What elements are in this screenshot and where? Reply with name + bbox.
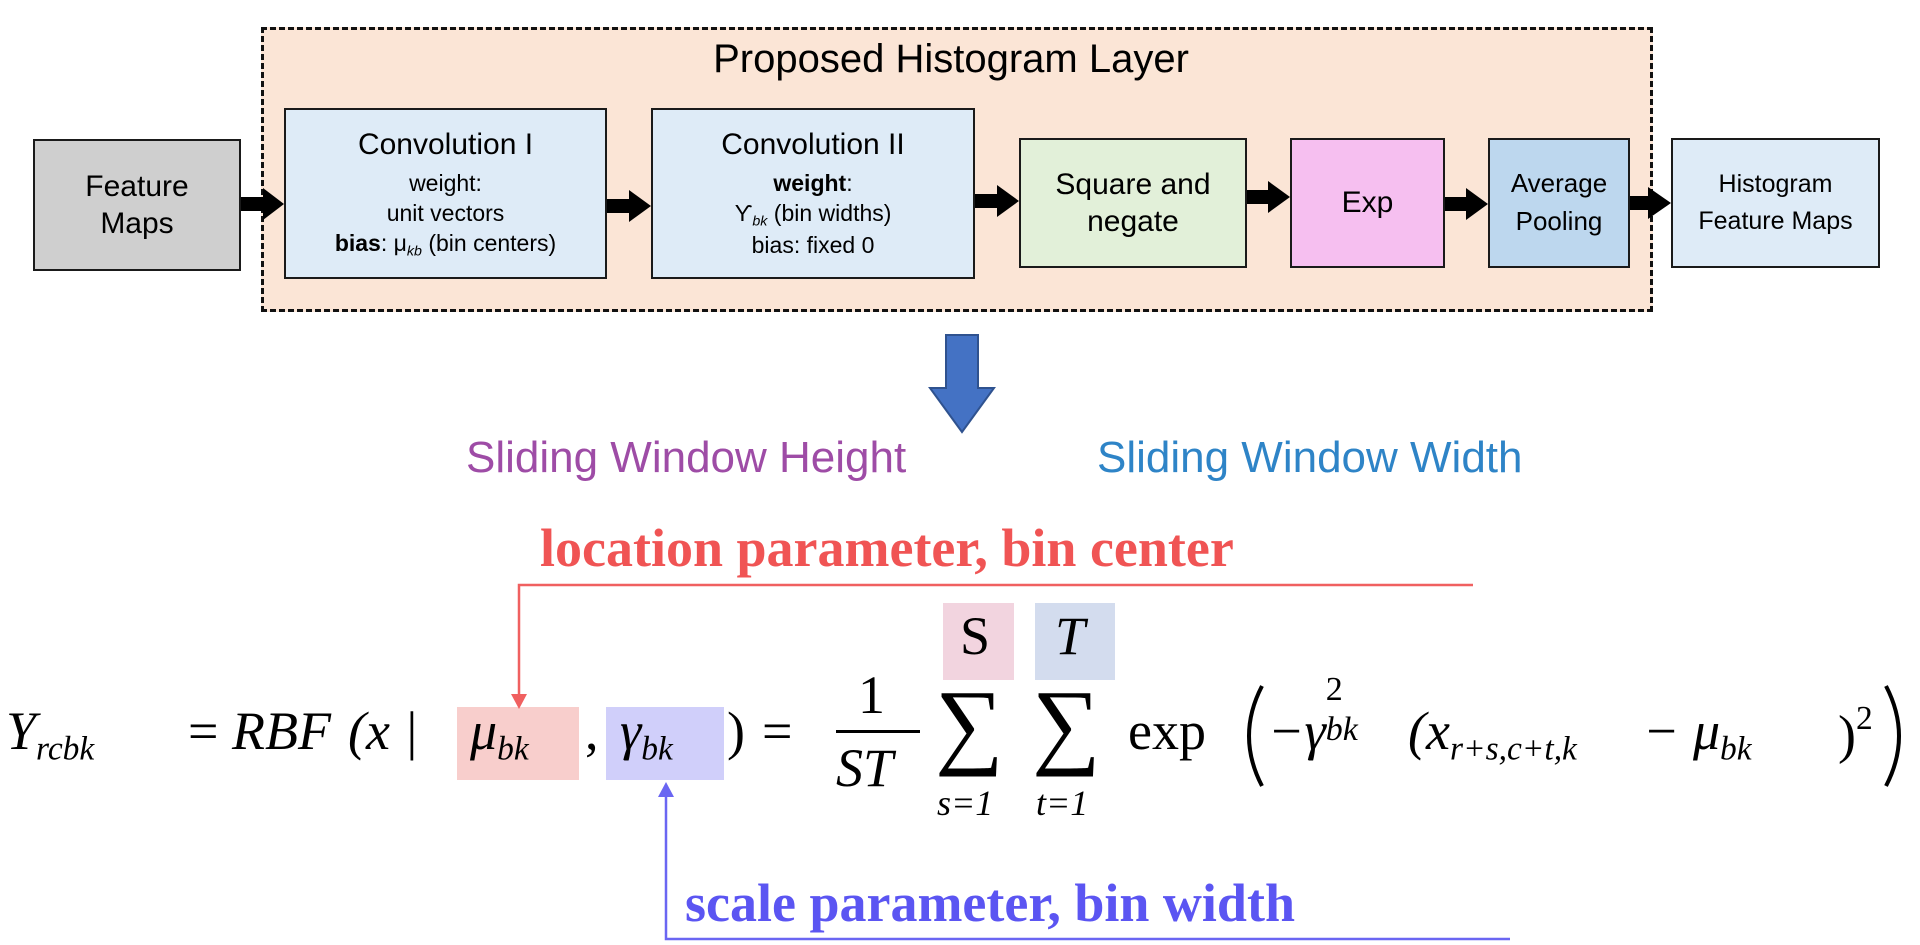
eq-frac-den: ST	[836, 738, 894, 798]
eq-x: (x	[1408, 701, 1450, 761]
hist-line2: Feature Maps	[1698, 207, 1853, 235]
square-line2: negate	[1087, 205, 1179, 238]
eq-gamma-sub: bk	[641, 730, 673, 768]
eq-Y-sub: rcbk	[36, 730, 95, 768]
eq-equals-2: =	[762, 701, 793, 761]
eq-minus-mu-symbol: − μ	[1643, 701, 1721, 761]
conv1-weight-value: unit vectors	[386, 200, 505, 227]
scale-parameter-label: scale parameter, bin width	[685, 873, 1295, 933]
eq-sum2-sigma: ∑	[1032, 670, 1101, 777]
conv2-gamma: ϒbk (bin widths)	[735, 199, 892, 231]
layer-title: Proposed Histogram Layer	[713, 37, 1189, 81]
conv1-bias: bias: μkb (bin centers)	[335, 229, 556, 261]
eq-open-args: (x |	[348, 701, 419, 761]
eq-exp: exp	[1128, 701, 1206, 761]
eq-gamma-symbol: γ	[620, 701, 642, 761]
gamma-highlight	[606, 707, 724, 780]
conv2-gamma-symbol: ϒ	[734, 200, 753, 227]
scale-arrowhead	[658, 782, 674, 797]
conv1-box: Convolution I weight: unit vectors bias:…	[284, 108, 607, 279]
avgpool-line1: Average	[1510, 168, 1608, 199]
feature-maps-box: Feature Maps	[33, 139, 241, 271]
conv1-bias-mu: : μ	[380, 230, 407, 257]
conv2-gamma-note: (bin widths)	[767, 200, 892, 227]
hist-line1: Histogram	[1718, 169, 1833, 198]
conv2-weight: weight:	[773, 169, 852, 199]
conv2-gamma-sub: bk	[752, 213, 768, 230]
conv2-weight-colon: :	[846, 170, 853, 197]
eq-sum1-upper: S	[960, 606, 991, 666]
eq-big-right-paren	[1884, 685, 1901, 787]
eq-frac-bar	[836, 730, 920, 733]
eq-x-sub: r+s,c+t,k	[1449, 730, 1577, 768]
eq-sum1-lower: s=1	[937, 783, 994, 823]
location-arrowhead	[511, 694, 527, 709]
conv2-weight-label: weight	[773, 170, 847, 197]
eq-sum2-lower: t=1	[1036, 783, 1089, 823]
eq-neg-gamma-symbol: −γ	[1268, 701, 1326, 761]
conv2-bias: bias: fixed 0	[751, 232, 875, 259]
arrow-conv1-to-conv2	[607, 190, 651, 222]
feature-maps-line2: Maps	[100, 207, 174, 240]
conv1-bias-sub: kb	[406, 243, 422, 260]
eq-gamma-sq: 2	[1325, 671, 1343, 708]
eq-sum1-sigma: ∑	[935, 670, 1004, 777]
conv2-box: Convolution II weight: ϒbk (bin widths) …	[651, 108, 975, 279]
exp-label: Exp	[1341, 186, 1394, 220]
location-connector	[517, 583, 1473, 700]
arrow-pool-to-hist	[1630, 187, 1671, 219]
arrow-conv2-to-square	[975, 185, 1019, 217]
eq-sum2-upper: T	[1055, 606, 1086, 666]
conv1-bias-label: bias	[334, 230, 381, 257]
square-negate-box: Square and negate	[1019, 138, 1247, 268]
eq-square: 2	[1855, 700, 1873, 737]
feature-maps-line1: Feature	[85, 169, 189, 203]
eq-gamma: γbk	[620, 700, 673, 769]
avgpool-line2: Pooling	[1515, 206, 1603, 236]
down-arrow	[928, 334, 996, 434]
eq-gamma2-sub: bk	[1325, 711, 1358, 748]
location-parameter-label: location parameter, bin center	[540, 518, 1234, 578]
eq-big-left-paren	[1247, 685, 1264, 787]
square-line1: Square and	[1055, 167, 1211, 201]
sliding-window-height-label: Sliding Window Height	[466, 433, 907, 482]
eq-x-term: (xr+s,c+t,k	[1408, 700, 1577, 769]
conv1-title: Convolution I	[357, 127, 534, 161]
S-highlight	[943, 603, 1014, 680]
T-highlight	[1035, 603, 1115, 680]
mu-highlight	[457, 707, 579, 780]
eq-close-args: )	[727, 701, 745, 761]
sliding-window-width-label: Sliding Window Width	[1097, 433, 1523, 482]
eq-mu-symbol: μ	[470, 701, 498, 761]
arrow-exp-to-pool	[1445, 188, 1488, 220]
eq-frac-num: 1	[858, 665, 885, 725]
conv1-bias-note: (bin centers)	[421, 230, 557, 257]
avg-pooling-box: Average Pooling	[1488, 138, 1630, 268]
arrow-square-to-exp	[1247, 181, 1290, 213]
eq-comma: ,	[585, 701, 599, 761]
eq-Y: Y	[6, 701, 37, 761]
eq-close-paren: )	[1838, 704, 1856, 765]
eq-lhs: Yrcbk	[6, 700, 94, 769]
arrow-feature-to-conv1	[241, 188, 284, 220]
eq-equals-1: =	[188, 701, 219, 761]
conv1-weight-label: weight:	[409, 170, 482, 197]
scale-connector	[664, 792, 1510, 941]
conv2-title: Convolution II	[721, 127, 905, 161]
eq-close-square: )2	[1838, 700, 1873, 765]
eq-mu2-sub: bk	[1720, 730, 1752, 768]
eq-mu-sub: bk	[497, 730, 529, 768]
eq-mu: μbk	[470, 700, 529, 769]
eq-minus-mu: − μbk	[1643, 700, 1752, 769]
eq-rbf: RBF	[232, 701, 331, 761]
histogram-feature-maps-box: Histogram Feature Maps	[1671, 138, 1880, 268]
exp-box: Exp	[1290, 138, 1445, 268]
